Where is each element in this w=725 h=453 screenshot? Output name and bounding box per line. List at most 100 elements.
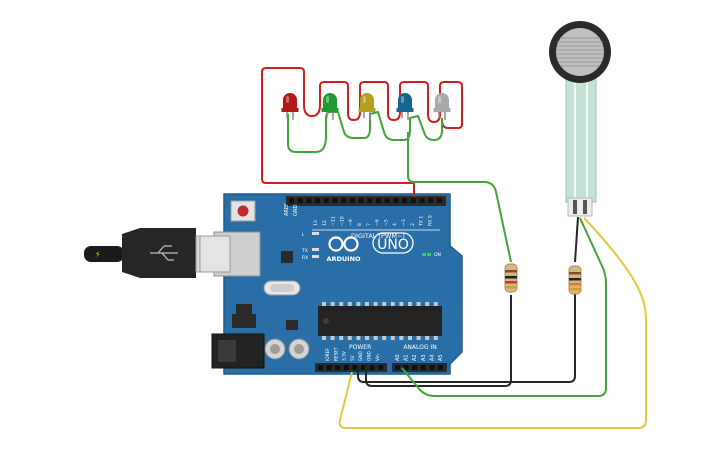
chip-pin — [433, 336, 438, 340]
power-pin-label: 5V — [350, 355, 356, 361]
chip-pin — [322, 336, 326, 340]
resistor-2 — [568, 265, 582, 295]
chip-pin — [322, 302, 326, 306]
chip-pin — [373, 302, 378, 306]
wire-red-led-anodes — [261, 67, 463, 197]
wire-black-resistor2-gnd — [357, 294, 576, 383]
chip-pin — [347, 336, 352, 340]
chip-pin — [390, 336, 395, 340]
header-pin — [315, 198, 321, 203]
wire-black-sensor — [574, 216, 579, 263]
usb-symbol-icon — [150, 245, 178, 261]
power-pin-label: RESET — [333, 347, 339, 361]
power-pin-label: GND — [367, 350, 373, 361]
led-row — [281, 93, 451, 120]
aref-label: AREF — [284, 203, 290, 216]
led-red — [281, 93, 299, 120]
chip-pin — [416, 336, 421, 340]
header-pin — [332, 198, 338, 203]
header-pin — [410, 198, 416, 203]
header-pin — [436, 198, 442, 203]
header-pin — [297, 198, 303, 203]
header-pin — [289, 198, 294, 203]
header-pin — [438, 365, 443, 370]
power-pin-label: IOREF — [325, 348, 331, 361]
usb-cable-strain-relief — [84, 246, 124, 262]
usb-lightning-icon: ⚡ — [95, 250, 101, 259]
arduino-brand-label: ARDUINO — [326, 255, 361, 263]
analog-header — [392, 363, 447, 372]
l-led — [312, 232, 319, 235]
header-pin — [402, 198, 408, 203]
power-led — [422, 253, 426, 256]
chip-pin — [365, 336, 369, 340]
header-pin — [318, 365, 323, 370]
chip-pin — [382, 336, 387, 340]
chip-pin — [390, 302, 395, 306]
chip-pin — [330, 302, 335, 306]
chip-pin — [416, 302, 421, 306]
l-led-label: L — [302, 232, 305, 238]
header-pin — [428, 198, 434, 203]
wires — [261, 67, 647, 429]
chip-pin — [399, 336, 404, 340]
header-pin — [343, 365, 349, 370]
uno-badge — [372, 232, 414, 254]
chip-pin — [365, 302, 369, 306]
header-pin — [393, 198, 399, 203]
power-pin-label: GND — [358, 350, 364, 361]
digital-pin-label: ~10 — [339, 216, 345, 226]
led-white — [433, 93, 451, 120]
digital-pin-label: TX 1 — [419, 216, 425, 227]
digital-pin-label: 12 — [322, 220, 328, 226]
header-pin — [429, 365, 435, 370]
force-sensor-tail — [565, 75, 597, 203]
chip-pin — [339, 302, 344, 306]
small-ic — [286, 320, 298, 330]
header-pin — [378, 365, 384, 370]
chip-pin — [356, 336, 361, 340]
digital-pin-label: 4 — [392, 223, 398, 226]
uno-model-label: UNO — [377, 237, 409, 253]
bottom-header-pins — [318, 365, 443, 370]
gnd-label: GND — [293, 204, 299, 216]
header-pin — [376, 198, 381, 203]
power-header — [315, 363, 387, 372]
wire-green-led-cathodes — [287, 111, 443, 153]
tx-led-label: TX — [301, 248, 308, 254]
header-pin — [367, 198, 373, 203]
digital-header-pins — [289, 198, 442, 203]
power-pin-label: Vin — [375, 354, 381, 361]
led-green — [321, 93, 339, 120]
tx-led — [312, 248, 319, 251]
usb-jack-front — [199, 235, 231, 273]
analog-pin-label: A5 — [438, 354, 444, 361]
led-blue — [396, 93, 414, 120]
chip-pin — [382, 302, 387, 306]
chip-pin — [433, 302, 438, 306]
chip-pin — [373, 336, 378, 340]
analog-pin-label: A2 — [412, 354, 418, 361]
header-pin — [419, 198, 425, 203]
digital-pin-label: 8 — [357, 223, 363, 226]
chip-pin — [408, 302, 412, 306]
analog-pin-label: A0 — [395, 354, 401, 361]
chip-pin — [347, 302, 352, 306]
digital-pin-label: RX 0 — [427, 215, 433, 226]
header-pin — [326, 365, 332, 370]
header-pin — [358, 198, 364, 203]
digital-pin-label: ~3 — [401, 219, 407, 226]
header-pin — [369, 365, 375, 370]
chip-pin — [408, 336, 412, 340]
chip-pin — [399, 302, 404, 306]
digital-pin-label: ~6 — [375, 219, 381, 226]
analog-pin-label: A4 — [429, 354, 435, 361]
reset-button-cap — [237, 205, 249, 217]
voltage-regulator — [236, 304, 252, 314]
chip-pin — [425, 336, 430, 340]
header-pin — [412, 365, 418, 370]
power-label: POWER — [349, 344, 371, 351]
header-pin — [323, 198, 329, 203]
